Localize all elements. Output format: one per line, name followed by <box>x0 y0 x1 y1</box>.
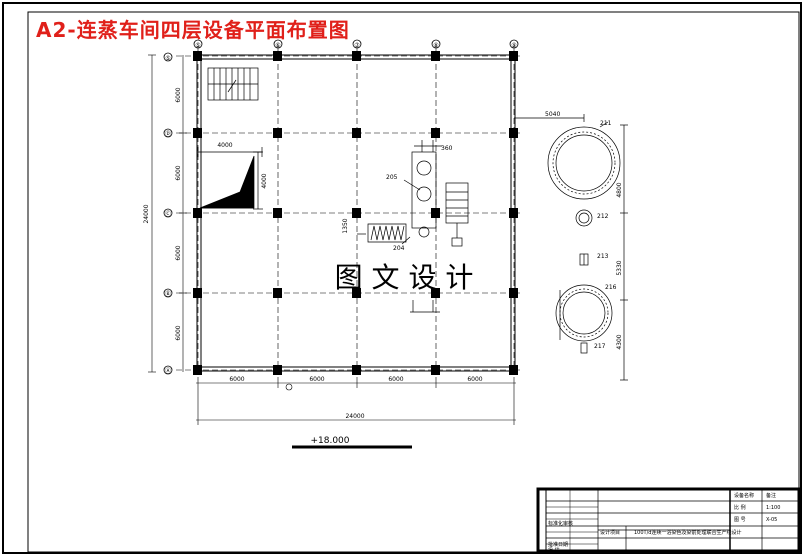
tag-204: 204 <box>393 245 405 252</box>
stair-width-dim: 4000 <box>217 142 232 149</box>
bottom-total-dim: 24000 <box>345 413 364 420</box>
left-grid-label-4: Ⓑ <box>165 290 171 298</box>
left-grid-label-2: Ⓓ <box>165 130 171 138</box>
dim-4800: 4800 <box>616 182 623 197</box>
top-grid-label-1: ⑤ <box>195 42 200 49</box>
top-grid-label-2: ⑥ <box>275 42 280 49</box>
dim-5330: 5330 <box>616 260 623 275</box>
left-span-2: 6000 <box>175 165 182 180</box>
tb-remark: 备注 <box>766 492 776 499</box>
top-grid-label-5: ⑨ <box>511 42 516 49</box>
tb-designer: 设 计 <box>548 546 560 553</box>
left-grid-label-5: Ⓐ <box>165 367 171 375</box>
tb-scale-label: 比 例 <box>734 504 746 511</box>
level-label: +18.000 <box>310 436 349 446</box>
tag-205: 205 <box>386 174 398 181</box>
tag-211: 211 <box>600 120 612 127</box>
grid-lines <box>176 46 520 372</box>
dim-360: 360 <box>441 145 453 152</box>
tb-drawing-no-value: X-05 <box>766 517 777 523</box>
drawing-title: A2-连蒸车间四层设备平面布置图 <box>36 18 350 42</box>
left-span-4: 6000 <box>175 325 182 340</box>
bottom-span-1: 6000 <box>229 376 244 383</box>
tb-equipment-name: 设备名称 <box>734 492 754 499</box>
tb-scale-value: 1:100 <box>766 505 780 511</box>
columns <box>193 51 518 375</box>
stair <box>207 67 259 101</box>
bottom-dimension <box>196 377 516 425</box>
top-grid-label-4: ⑧ <box>433 42 438 49</box>
inclined-device <box>197 147 263 210</box>
top-grid-label-3: ⑦ <box>354 42 360 49</box>
dim-5040: 5040 <box>545 111 560 118</box>
top-grid-bubbles <box>193 39 519 49</box>
watermark: 图 文 设 计 <box>335 261 474 294</box>
bottom-span-3: 6000 <box>388 376 403 383</box>
left-total-dim: 24000 <box>143 204 150 223</box>
tb-project-name: 100T/d连续一浴染色及染前处理联合生产线设计 <box>634 529 741 536</box>
tag-212: 212 <box>597 213 609 220</box>
tb-standard-review: 标准化审核 <box>548 520 573 527</box>
left-grid-label-3: Ⓒ <box>165 210 171 218</box>
tb-drawing-no-label: 图 号 <box>734 517 746 523</box>
title-block <box>536 487 801 553</box>
bottom-span-2: 6000 <box>309 376 324 383</box>
left-span-3: 6000 <box>175 245 182 260</box>
dim-4300: 4300 <box>616 334 623 349</box>
tb-design-item: 设计项目 <box>600 529 620 536</box>
bottom-span-4: 6000 <box>467 376 482 383</box>
left-span-1: 6000 <box>175 87 182 102</box>
tag-216: 216 <box>605 284 617 291</box>
tag-213: 213 <box>597 253 609 260</box>
left-grid-label-1: ⑤ <box>165 55 170 62</box>
left-grid-bubbles <box>163 52 173 375</box>
dim-1350: 1350 <box>342 218 349 233</box>
inner-frame <box>27 11 800 553</box>
central-equipment <box>357 140 469 313</box>
left-dimension <box>148 54 187 373</box>
stair-height-dim: 4000 <box>261 173 268 188</box>
tag-217: 217 <box>594 343 606 350</box>
tb-approve-date: 批准日期 <box>548 541 568 548</box>
right-equipment <box>514 114 628 381</box>
